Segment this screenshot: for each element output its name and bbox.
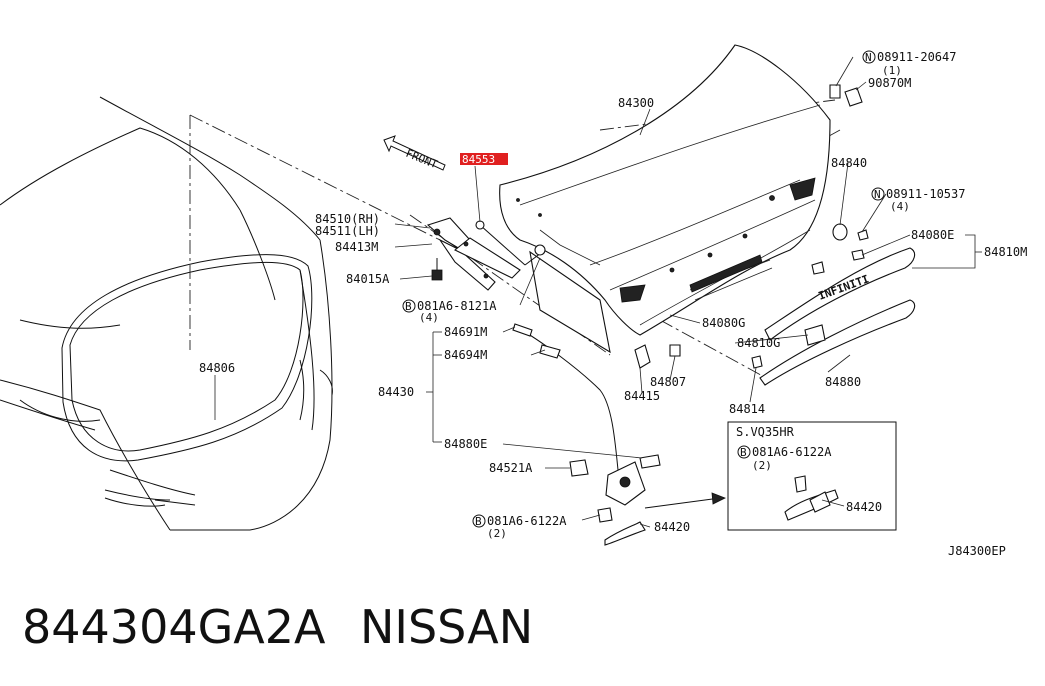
n-marker-1: N bbox=[865, 51, 872, 64]
label-84807[interactable]: 84807 bbox=[650, 375, 686, 389]
inset-qty-081a6-6122a: (2) bbox=[752, 459, 772, 472]
label-84810m[interactable]: 84810M bbox=[984, 245, 1027, 259]
part-labels: 84300 08911-20647 (1) 90870M 84840 08911… bbox=[199, 50, 1027, 558]
label-84694m[interactable]: 84694M bbox=[444, 348, 487, 362]
qty-08911-10537: (4) bbox=[890, 200, 910, 213]
label-84080e[interactable]: 84080E bbox=[911, 228, 954, 242]
highlight-84553 bbox=[460, 153, 508, 165]
front-label: FRONT bbox=[404, 147, 440, 172]
qty-08911-20647: (1) bbox=[882, 64, 902, 77]
label-84553[interactable]: 84553 bbox=[462, 153, 495, 166]
label-90870m[interactable]: 90870M bbox=[868, 76, 911, 90]
bolts bbox=[431, 84, 869, 369]
footer-part-number: 844304GA2A bbox=[22, 600, 326, 654]
label-84015a[interactable]: 84015A bbox=[346, 272, 390, 286]
b-marker-3: B bbox=[740, 446, 747, 459]
label-84691m[interactable]: 84691M bbox=[444, 325, 487, 339]
label-84511[interactable]: 84511(LH) bbox=[315, 224, 380, 238]
qty-081a6-8121a: (4) bbox=[419, 311, 439, 324]
inset-label-081a6-6122a[interactable]: 081A6-6122A bbox=[752, 445, 832, 459]
qty-081a6-6122a: (2) bbox=[487, 527, 507, 540]
release-cable-84430 bbox=[512, 323, 661, 471]
label-84880e[interactable]: 84880E bbox=[444, 437, 487, 451]
label-84430[interactable]: 84430 bbox=[378, 385, 414, 399]
weatherstrip-84806 bbox=[61, 254, 313, 462]
label-84510[interactable]: 84510(RH) bbox=[315, 212, 380, 226]
front-direction-arrow: FRONT bbox=[383, 135, 446, 172]
label-84806[interactable]: 84806 bbox=[199, 361, 235, 375]
label-84415[interactable]: 84415 bbox=[624, 389, 660, 403]
car-body-outline bbox=[0, 96, 333, 531]
label-081a6-6122a[interactable]: 081A6-6122A bbox=[487, 514, 567, 528]
label-84814[interactable]: 84814 bbox=[729, 402, 765, 416]
footer-brand: NISSAN bbox=[360, 600, 534, 654]
label-08911-20647[interactable]: 08911-20647 bbox=[877, 50, 956, 64]
label-84810g[interactable]: 84810G bbox=[737, 336, 780, 350]
label-84080g[interactable]: 84080G bbox=[702, 316, 745, 330]
label-84521a[interactable]: 84521A bbox=[489, 461, 533, 475]
label-84880[interactable]: 84880 bbox=[825, 375, 861, 389]
svg-text:INFINITI: INFINITI bbox=[817, 272, 871, 302]
label-84420[interactable]: 84420 bbox=[654, 520, 690, 534]
gas-stay-84553 bbox=[475, 220, 546, 266]
b-marker-1: B bbox=[405, 300, 412, 313]
label-08911-10537[interactable]: 08911-10537 bbox=[886, 187, 965, 201]
label-84413m[interactable]: 84413M bbox=[335, 240, 378, 254]
label-081a6-8121a[interactable]: 081A6-8121A bbox=[417, 299, 497, 313]
marker-symbols: N N B B B bbox=[402, 50, 885, 528]
label-leaders bbox=[214, 56, 982, 528]
b-marker-2: B bbox=[475, 515, 482, 528]
inset-title: S.VQ35HR bbox=[736, 425, 795, 439]
trunk-lid-exploded-diagram: FRONT bbox=[0, 44, 1027, 558]
n-marker-2: N bbox=[874, 188, 881, 201]
lock-assembly bbox=[569, 459, 726, 546]
inset-label-84420[interactable]: 84420 bbox=[846, 500, 882, 514]
trunk-lid-84300 bbox=[499, 44, 831, 354]
variant-inset-box bbox=[727, 421, 897, 531]
drawing-code: J84300EP bbox=[948, 544, 1006, 558]
label-84840[interactable]: 84840 bbox=[831, 156, 867, 170]
label-84300[interactable]: 84300 bbox=[618, 96, 654, 110]
hinge-assembly bbox=[426, 217, 521, 291]
